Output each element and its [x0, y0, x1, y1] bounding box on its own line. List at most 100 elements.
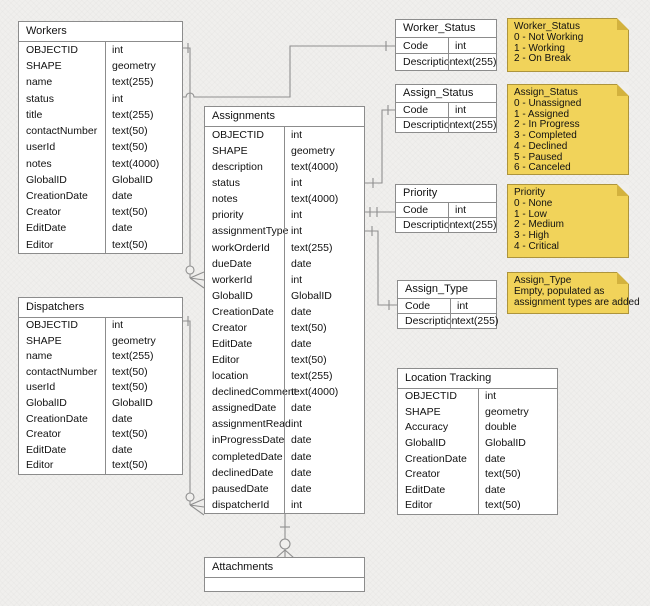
field-name: completedDate: [212, 450, 283, 463]
field-name: assignmentType: [212, 225, 289, 238]
field-type: date: [485, 452, 506, 465]
field-name: EditDate: [26, 443, 67, 456]
field-type: text(50): [112, 238, 148, 251]
field-name: OBJECTID: [405, 390, 457, 402]
field-type: int: [291, 129, 303, 141]
field-name: name: [26, 350, 53, 363]
field-name: SHAPE: [212, 145, 248, 158]
field-type: geometry: [112, 60, 156, 73]
note-line: 0 - None: [514, 197, 553, 209]
field-name: notes: [26, 157, 52, 170]
field-type: date: [291, 402, 312, 415]
note-line: 2 - On Break: [514, 53, 571, 65]
field-name: declinedComment: [212, 386, 297, 399]
note-title: Worker_Status: [514, 21, 580, 32]
field-type: text(4000): [291, 161, 339, 174]
connector-workers-status-to-worker-status: [183, 41, 395, 98]
field-type: int: [457, 300, 469, 312]
table-row: assignedDate date: [205, 400, 364, 416]
field-type: int: [112, 92, 124, 105]
field-name: SHAPE: [26, 334, 62, 347]
field-name: SHAPE: [26, 60, 62, 73]
table-title: Priority: [396, 185, 496, 203]
table-row: status int: [205, 175, 364, 191]
field-name: EditDate: [405, 483, 446, 496]
field-name: contactNumber: [26, 125, 98, 138]
table-title: Location Tracking: [398, 369, 557, 389]
field-type: text(4000): [112, 157, 160, 170]
field-name: workOrderId: [212, 241, 270, 254]
field-name: CreationDate: [26, 412, 88, 425]
field-name: workerId: [212, 273, 253, 286]
field-name: assignmentRead: [212, 418, 291, 431]
table-title: Dispatchers: [19, 298, 182, 318]
field-type: text(50): [485, 499, 521, 512]
field-name: OBJECTID: [26, 44, 78, 56]
note-line: Empty, populated as: [514, 285, 605, 297]
column-divider: [478, 389, 479, 514]
field-name: GlobalID: [26, 396, 67, 409]
field-type: int: [291, 177, 303, 190]
connector-assignments-to-attachments: [275, 514, 295, 559]
field-name: Description: [403, 56, 456, 68]
field-type: text(50): [291, 354, 327, 367]
field-name: assignedDate: [212, 402, 277, 415]
field-type: geometry: [291, 145, 335, 158]
field-type: text(255): [112, 108, 154, 121]
note-line: 1 - Assigned: [514, 108, 570, 120]
entity-table-attachments[interactable]: Attachments: [204, 557, 365, 592]
table-title: Workers: [19, 22, 182, 42]
field-name: description: [212, 161, 263, 174]
table-row: notes text(4000): [19, 156, 182, 172]
field-name: Code: [403, 104, 429, 116]
field-type: int: [112, 44, 124, 56]
note-line: 0 - Not Working: [514, 31, 584, 43]
field-name: CreationDate: [212, 305, 274, 318]
field-name: status: [212, 177, 241, 190]
field-type: text(50): [112, 206, 148, 219]
note-line: 4 - Critical: [514, 240, 560, 252]
field-type: text(255): [112, 76, 154, 89]
column-divider: [105, 318, 106, 474]
table-title: Attachments: [205, 558, 364, 578]
connector-dispatchers-to-assignments-dispatcherid: [183, 316, 205, 516]
connector-assignments-assignmenttype-to-assign-type: [365, 226, 397, 310]
field-type: text(50): [485, 468, 521, 481]
canvas-bottom-edge: [0, 606, 650, 615]
field-type: int: [291, 209, 303, 222]
